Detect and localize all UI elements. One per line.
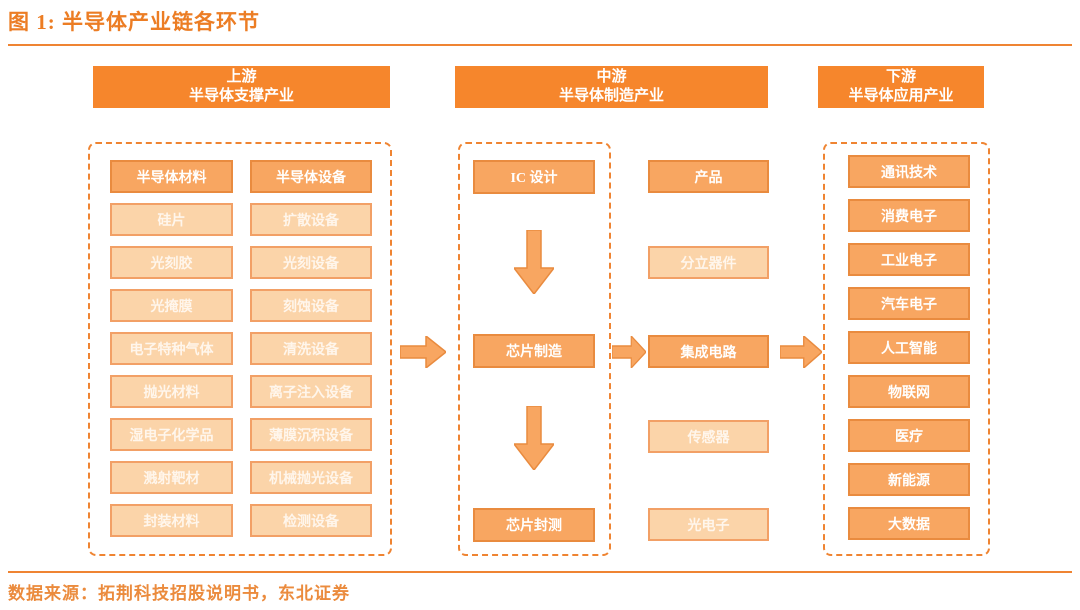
- material-box: 封装材料: [110, 504, 233, 537]
- material-box: 光刻胶: [110, 246, 233, 279]
- column-header-upstream: 上游 半导体支撑产业: [93, 66, 390, 108]
- product-box: 传感器: [648, 420, 769, 453]
- equipment-box: 刻蚀设备: [250, 289, 372, 322]
- material-box: 硅片: [110, 203, 233, 236]
- upstream-header-line2: 半导体支撑产业: [188, 88, 294, 104]
- product-box: 光电子: [648, 508, 769, 541]
- application-box: 新能源: [848, 463, 970, 496]
- equipment-box: 薄膜沉积设备: [250, 418, 372, 451]
- equipment-box: 离子注入设备: [250, 375, 372, 408]
- midstream-header-line1: 中游: [596, 69, 627, 85]
- data-source-caption: 数据来源：拓荆科技招股说明书，东北证券: [8, 584, 350, 603]
- downstream-header-line1: 下游: [885, 69, 916, 85]
- process-box: 芯片封测: [473, 508, 595, 542]
- column-header-downstream: 下游 半导体应用产业: [818, 66, 984, 108]
- application-box: 物联网: [848, 375, 970, 408]
- product-box: 分立器件: [648, 246, 769, 279]
- right-arrow-icon: [612, 336, 646, 368]
- equipment-box: 机械抛光设备: [250, 461, 372, 494]
- source-divider-rule: [8, 571, 1072, 573]
- material-box: 抛光材料: [110, 375, 233, 408]
- equipment-box: 检测设备: [250, 504, 372, 537]
- upstream-grid: 半导体材料 半导体设备 硅片 扩散设备 光刻胶 光刻设备 光掩膜 刻蚀设备 电子…: [110, 160, 372, 537]
- midstream-dashed-panel: [458, 142, 611, 556]
- products-label-box: 产品: [648, 160, 769, 193]
- process-box: IC 设计: [473, 160, 595, 194]
- downstream-grid: 通讯技术 消费电子 工业电子 汽车电子 人工智能 物联网 医疗 新能源 大数据: [848, 155, 970, 540]
- material-box: 半导体材料: [110, 160, 233, 193]
- down-arrow-icon: [514, 230, 554, 294]
- application-box: 工业电子: [848, 243, 970, 276]
- upstream-dashed-panel: [88, 142, 392, 556]
- material-box: 电子特种气体: [110, 332, 233, 365]
- material-box: 溅射靶材: [110, 461, 233, 494]
- midstream-header-line2: 半导体制造产业: [558, 88, 664, 104]
- downstream-dashed-panel: [823, 142, 990, 556]
- equipment-box: 扩散设备: [250, 203, 372, 236]
- application-box: 人工智能: [848, 331, 970, 364]
- figure-title: 图 1: 半导体产业链各环节: [8, 10, 260, 34]
- down-arrow-icon: [514, 406, 554, 470]
- material-box: 湿电子化学品: [110, 418, 233, 451]
- title-divider-rule: [8, 44, 1072, 46]
- application-box: 通讯技术: [848, 155, 970, 188]
- equipment-box: 清洗设备: [250, 332, 372, 365]
- equipment-box: 半导体设备: [250, 160, 372, 193]
- application-box: 医疗: [848, 419, 970, 452]
- material-box: 光掩膜: [110, 289, 233, 322]
- application-box: 大数据: [848, 507, 970, 540]
- upstream-header-line1: 上游: [226, 69, 257, 85]
- column-header-midstream: 中游 半导体制造产业: [455, 66, 768, 108]
- right-arrow-icon: [400, 336, 446, 368]
- process-box: 芯片制造: [473, 334, 595, 368]
- product-box: 集成电路: [648, 335, 769, 368]
- application-box: 汽车电子: [848, 287, 970, 320]
- application-box: 消费电子: [848, 199, 970, 232]
- right-arrow-icon: [780, 336, 822, 368]
- downstream-header-line2: 半导体应用产业: [848, 88, 954, 104]
- equipment-box: 光刻设备: [250, 246, 372, 279]
